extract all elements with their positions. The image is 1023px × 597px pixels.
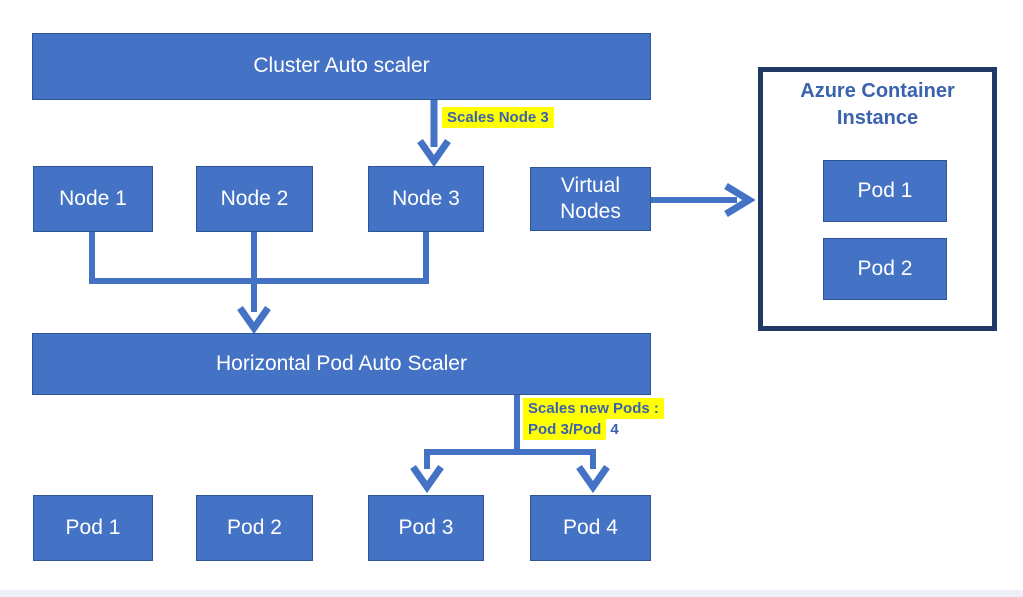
scales-new-pods-line2-plain: 4 xyxy=(610,421,619,438)
virtual-nodes-box: Virtual Nodes xyxy=(530,167,651,231)
scales-new-pods-line2: Pod 3/Pod 4 xyxy=(523,419,619,440)
node-2-box: Node 2 xyxy=(196,166,313,232)
virtual-nodes-label: Virtual Nodes xyxy=(560,173,621,223)
bottom-strip xyxy=(0,590,1023,597)
node-1-box: Node 1 xyxy=(33,166,153,232)
node-3-box: Node 3 xyxy=(368,166,484,232)
pod-3-box: Pod 3 xyxy=(368,495,484,561)
pod-4-label: Pod 4 xyxy=(563,515,618,539)
pod-4-box: Pod 4 xyxy=(530,495,651,561)
cluster-auto-scaler-box: Cluster Auto scaler xyxy=(32,33,651,100)
pod-3-label: Pod 3 xyxy=(398,515,454,539)
node-3-label: Node 3 xyxy=(392,186,460,210)
pod-1-label: Pod 1 xyxy=(65,515,121,539)
cluster-auto-scaler-label: Cluster Auto scaler xyxy=(253,54,430,78)
connector-nodes-to-hpa xyxy=(89,232,429,335)
scales-node-3-text: Scales Node 3 xyxy=(442,107,554,128)
scales-new-pods-line1: Scales new Pods : xyxy=(523,398,664,419)
aci-pod-1-box: Pod 1 xyxy=(823,160,947,222)
pod-2-label: Pod 2 xyxy=(227,515,282,539)
horizontal-pod-auto-scaler-label: Horizontal Pod Auto Scaler xyxy=(216,351,467,375)
aci-pod-2-label: Pod 2 xyxy=(857,256,913,280)
pod-1-box: Pod 1 xyxy=(33,495,153,561)
aci-pod-1-label: Pod 1 xyxy=(857,178,913,202)
azure-container-instance-title: Azure Container Instance xyxy=(800,80,955,129)
scales-new-pods-line2-highlight: Pod 3/Pod xyxy=(523,419,607,440)
scales-node-3-annotation: Scales Node 3 xyxy=(442,107,554,128)
aci-pod-2-box: Pod 2 xyxy=(823,238,947,300)
arrow-virtualnodes-to-aci xyxy=(651,183,756,217)
scales-new-pods-annotation: Scales new Pods : Pod 3/Pod 4 xyxy=(523,398,664,440)
pod-2-box: Pod 2 xyxy=(196,495,313,561)
node-2-label: Node 2 xyxy=(220,186,289,210)
node-1-label: Node 1 xyxy=(59,186,127,210)
horizontal-pod-auto-scaler-box: Horizontal Pod Auto Scaler xyxy=(32,333,651,395)
